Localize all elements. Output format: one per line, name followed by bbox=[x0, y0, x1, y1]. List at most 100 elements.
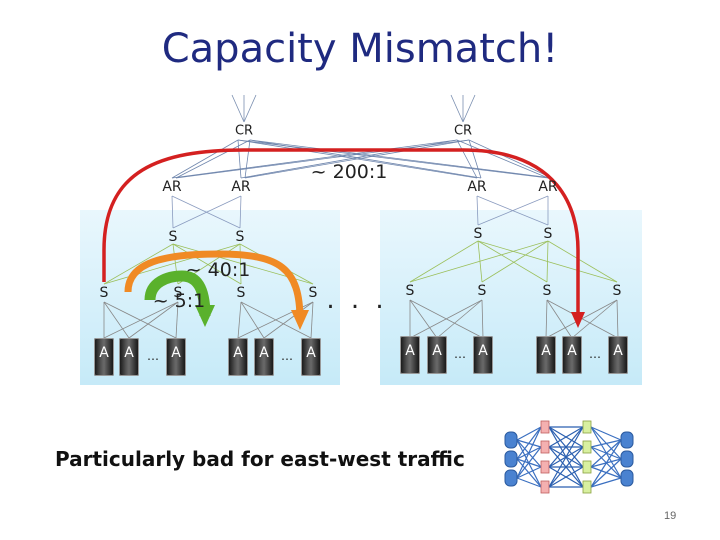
uplink bbox=[450, 94, 464, 123]
switch-icon bbox=[582, 480, 592, 494]
icon-link bbox=[516, 466, 542, 479]
server-link bbox=[175, 301, 179, 339]
server-ellipsis: … bbox=[454, 347, 466, 361]
ar-link bbox=[476, 195, 479, 226]
agg-link bbox=[239, 243, 242, 285]
core-link bbox=[456, 139, 549, 179]
tor-switch-4: S bbox=[308, 285, 318, 301]
agg-link bbox=[546, 240, 549, 283]
switch-icon bbox=[582, 440, 592, 454]
server-link bbox=[103, 301, 177, 339]
database-icon bbox=[504, 431, 518, 449]
aggregation-oversubscription-ratio: ~ 40:1 bbox=[185, 259, 251, 281]
server-link bbox=[103, 301, 130, 339]
switch-icon bbox=[540, 480, 550, 494]
icon-link bbox=[590, 426, 622, 441]
tor-switch-7: S bbox=[542, 283, 552, 299]
tor-switch-5: S bbox=[405, 283, 415, 299]
aggregation-switch-4: S bbox=[543, 226, 553, 242]
server: A bbox=[473, 336, 493, 374]
right-pod-panel bbox=[380, 210, 642, 385]
access-router-4: AR bbox=[538, 179, 558, 195]
server-link bbox=[546, 299, 619, 339]
server-link bbox=[545, 299, 548, 339]
core-link bbox=[249, 139, 553, 179]
icon-link bbox=[590, 439, 622, 448]
tor-switch-6: S bbox=[477, 283, 487, 299]
server-link bbox=[409, 299, 483, 339]
core-link bbox=[468, 139, 553, 179]
tor-oversubscription-ratio: ~ 5:1 bbox=[152, 290, 206, 312]
core-link bbox=[468, 139, 482, 179]
tor-switch-3: S bbox=[236, 285, 246, 301]
server: A bbox=[536, 336, 556, 374]
ar-link bbox=[171, 195, 174, 229]
server-ellipsis: … bbox=[281, 349, 293, 363]
server-link bbox=[103, 301, 179, 339]
access-router-2: AR bbox=[231, 179, 251, 195]
core-link bbox=[456, 139, 478, 179]
server-link bbox=[263, 301, 314, 339]
agg-link bbox=[103, 243, 174, 285]
core-link bbox=[171, 139, 239, 179]
database-icon bbox=[620, 469, 634, 487]
database-icon bbox=[620, 450, 634, 468]
ar-link bbox=[171, 195, 241, 229]
mini-network-icon bbox=[504, 420, 634, 494]
core-link bbox=[237, 139, 242, 179]
core-link bbox=[171, 139, 458, 179]
page-number: 19 bbox=[664, 510, 677, 522]
server: A bbox=[119, 338, 139, 376]
server-link bbox=[436, 299, 483, 339]
core-link bbox=[244, 139, 470, 179]
core-flow-arrow bbox=[102, 148, 585, 328]
ar-link bbox=[172, 195, 242, 229]
icon-link bbox=[548, 466, 584, 488]
uplink bbox=[231, 94, 245, 123]
core-link bbox=[244, 139, 251, 179]
caption: Particularly bad for east-west traffic bbox=[55, 447, 465, 471]
icon-link bbox=[590, 439, 622, 488]
server: A bbox=[301, 338, 321, 376]
switch-icon bbox=[540, 440, 550, 454]
server: A bbox=[228, 338, 248, 376]
server-ellipsis: … bbox=[589, 347, 601, 361]
server: A bbox=[608, 336, 628, 374]
icon-link bbox=[548, 426, 584, 468]
server-link bbox=[571, 299, 618, 339]
server: A bbox=[254, 338, 274, 376]
icon-link bbox=[516, 426, 542, 460]
access-router-1: AR bbox=[162, 179, 182, 195]
uplink bbox=[462, 94, 476, 123]
server-ellipsis: … bbox=[147, 349, 159, 363]
aggregation-switch-3: S bbox=[473, 226, 483, 242]
tor-switch-2: S bbox=[173, 285, 183, 301]
aggregation-switch-1: S bbox=[168, 229, 178, 245]
server-link bbox=[237, 301, 242, 339]
icon-link bbox=[516, 446, 542, 479]
access-router-3: AR bbox=[467, 179, 487, 195]
core-oversubscription-ratio: ~ 200:1 bbox=[310, 161, 388, 183]
icon-link bbox=[516, 426, 542, 441]
agg-link bbox=[481, 240, 549, 283]
icon-link bbox=[516, 426, 542, 479]
server-link bbox=[240, 301, 265, 339]
agg-link bbox=[409, 240, 479, 283]
switch-icon bbox=[582, 460, 592, 474]
agg-link bbox=[409, 240, 549, 283]
icon-link bbox=[590, 439, 622, 468]
icon-link bbox=[548, 426, 584, 448]
server: A bbox=[427, 336, 447, 374]
server: A bbox=[562, 336, 582, 374]
core-router-2: CR bbox=[453, 123, 473, 139]
server-link bbox=[481, 299, 484, 339]
core-link bbox=[175, 139, 251, 179]
database-icon bbox=[504, 450, 518, 468]
agg-link bbox=[477, 240, 548, 283]
server-link bbox=[545, 299, 618, 339]
uplink bbox=[243, 94, 257, 123]
server-link bbox=[310, 301, 314, 339]
switch-icon bbox=[540, 420, 550, 434]
